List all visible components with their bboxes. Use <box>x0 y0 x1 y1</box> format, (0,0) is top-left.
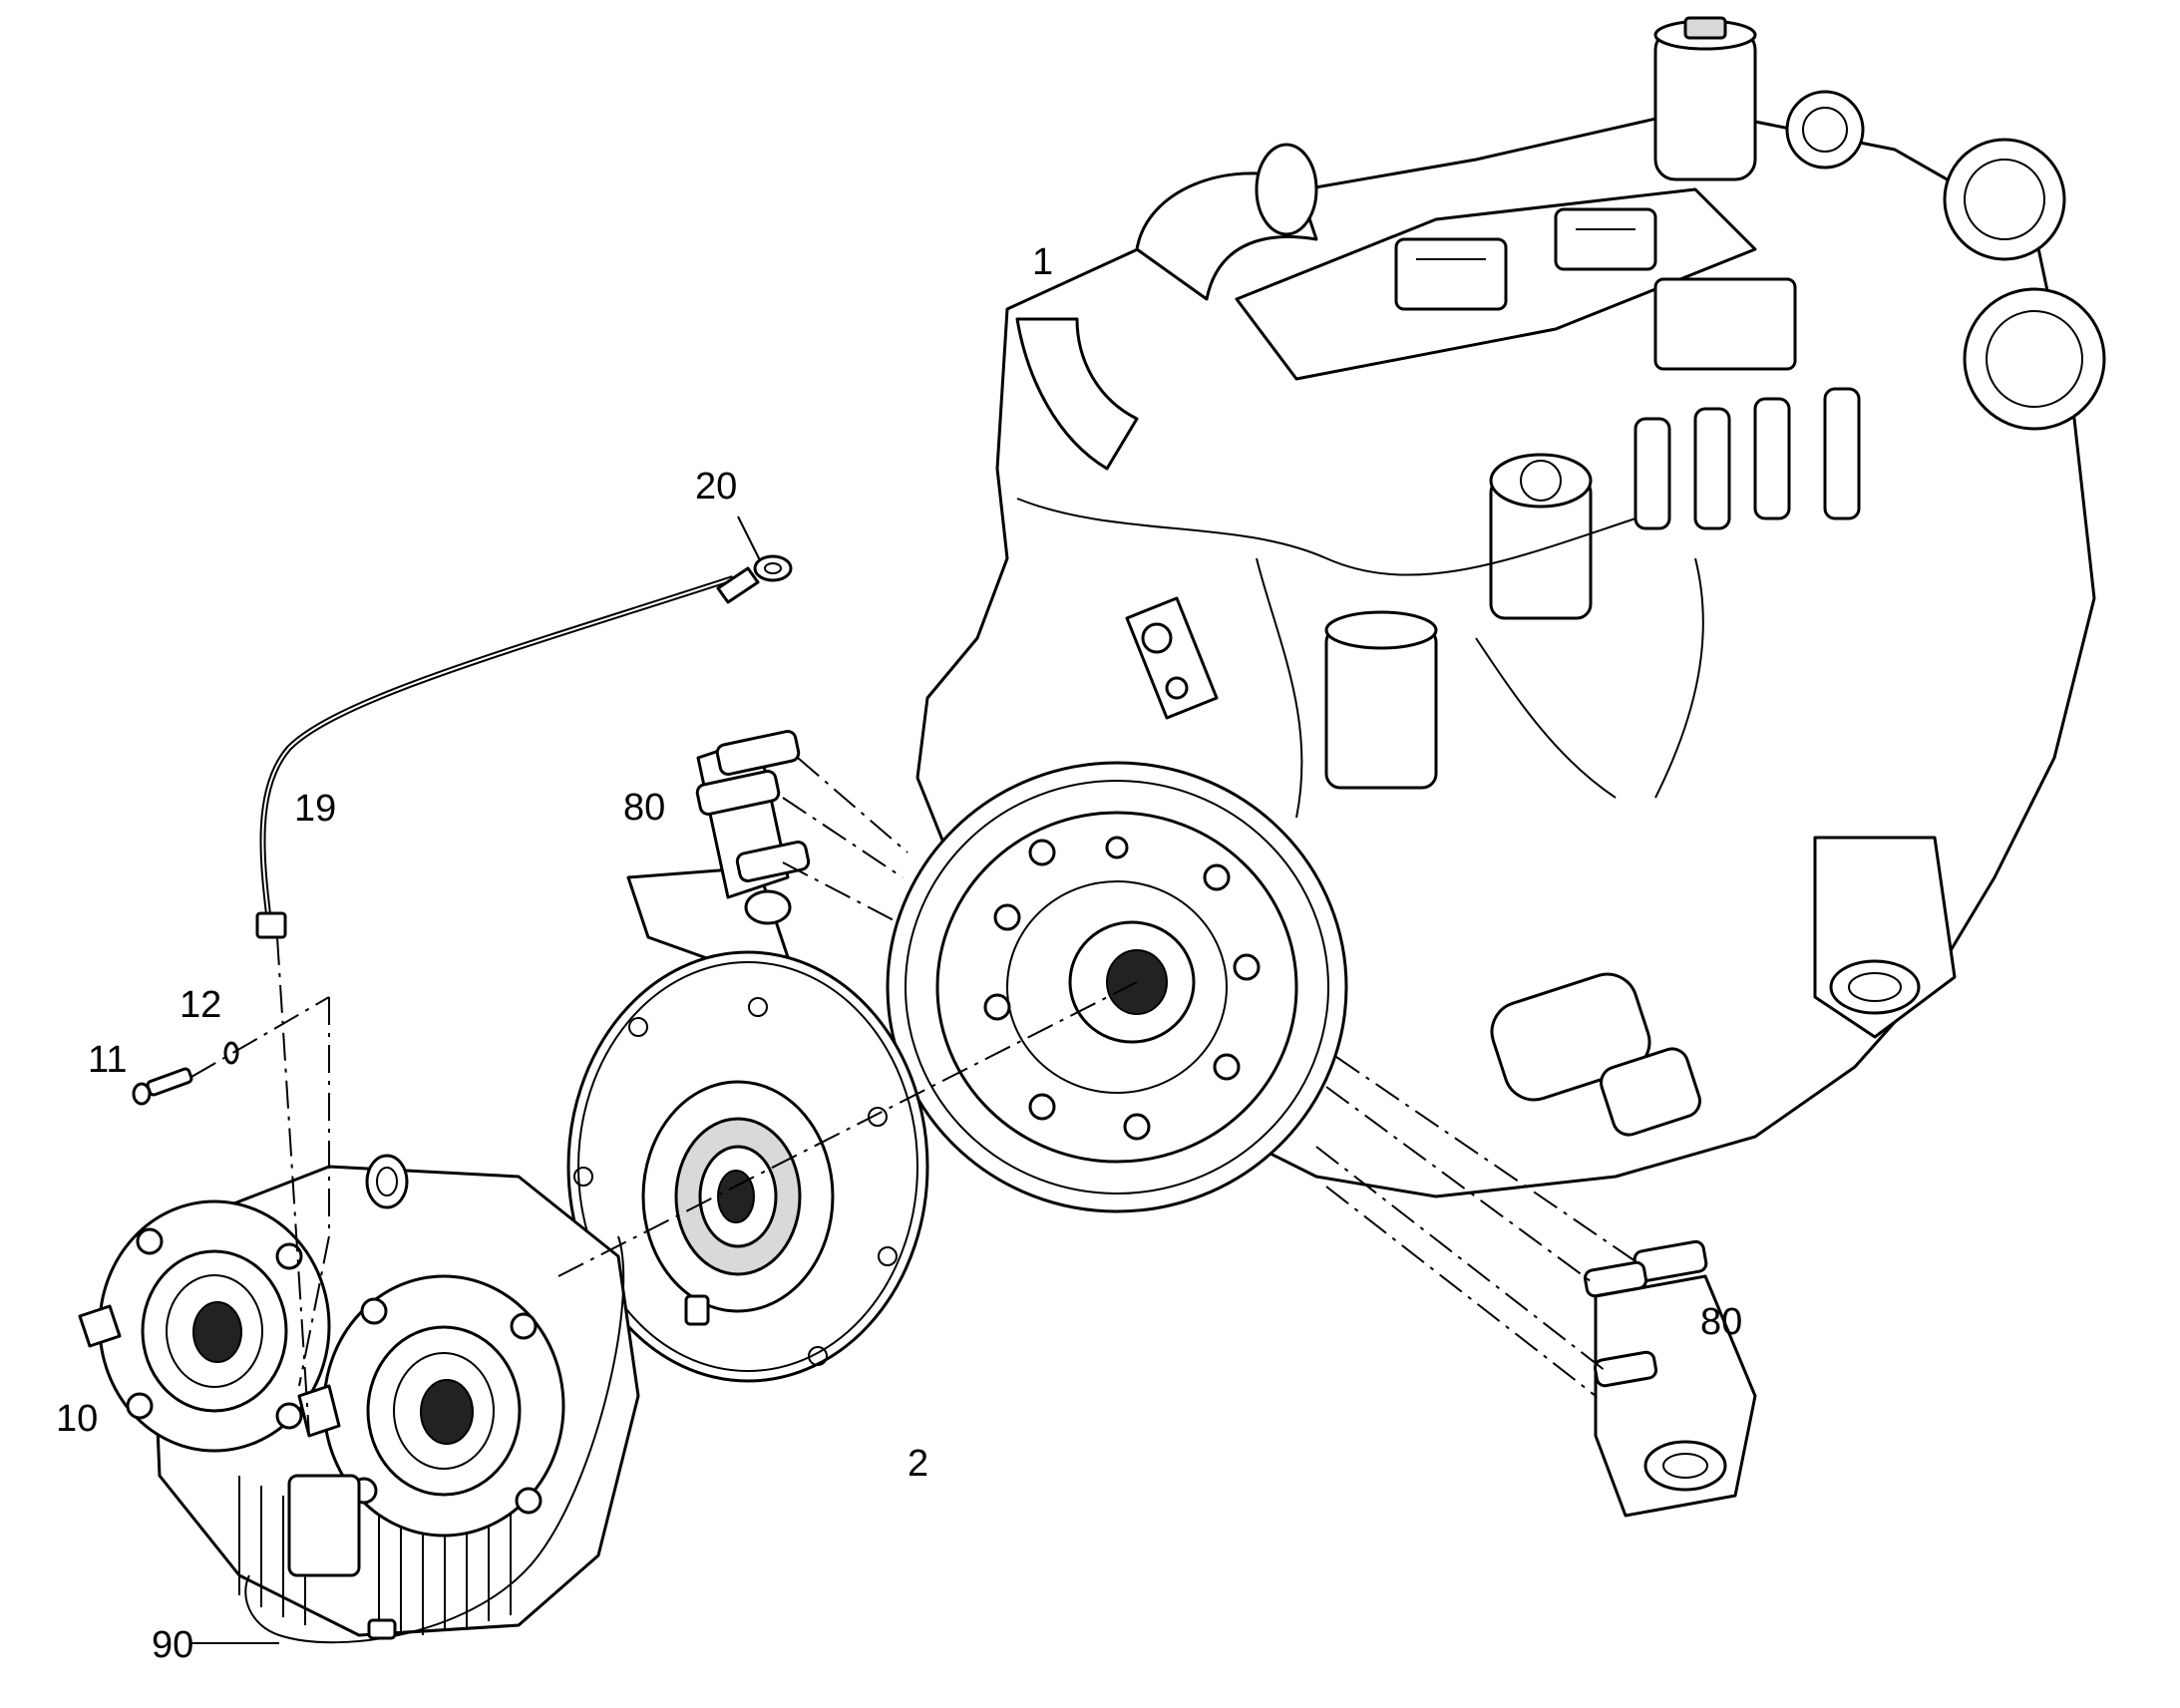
callout-90: 90 <box>152 1624 193 1666</box>
fuel-filter-canister <box>1324 453 1593 790</box>
callout-80-left: 80 <box>623 787 665 829</box>
bolt <box>132 1067 193 1106</box>
harness-connector <box>367 1618 397 1640</box>
flywheel <box>886 761 1348 1213</box>
callout-2: 2 <box>908 1443 928 1485</box>
bolt-and-washer <box>132 1041 239 1106</box>
ground-cable <box>255 554 793 939</box>
lifting-eye <box>365 1154 409 1209</box>
callout-19: 19 <box>294 788 336 830</box>
ring-terminal <box>753 554 793 582</box>
injector-harness <box>1016 387 1861 819</box>
turbocharger <box>1785 90 2106 431</box>
callout-10: 10 <box>56 1398 98 1440</box>
callout-1: 1 <box>1032 241 1053 283</box>
valve-cover <box>1235 187 1797 381</box>
sensor-housing <box>287 1474 361 1577</box>
pump-flange-left <box>98 1199 331 1453</box>
callout-12: 12 <box>180 984 221 1026</box>
oil-filter-canister <box>1653 16 1757 181</box>
washer <box>223 1041 239 1065</box>
engine-mount-bracket-right <box>1583 1239 1757 1518</box>
engine-assembly <box>886 16 2106 1213</box>
starter-motor <box>1490 972 1701 1137</box>
callout-20: 20 <box>695 466 737 508</box>
callout-11: 11 <box>88 1039 127 1081</box>
coupling-plate <box>566 950 929 1383</box>
harness-wire <box>244 1235 625 1644</box>
pump-drive-gearbox <box>78 1154 640 1637</box>
engine-mount-right <box>1813 836 1957 1039</box>
assembly-lines <box>190 757 1636 1437</box>
callout-80-right: 80 <box>1700 1301 1742 1343</box>
pump-flange-right <box>322 1274 565 1537</box>
cable-crimp <box>716 566 760 604</box>
cable-nut <box>255 911 287 939</box>
callout-leaders <box>189 515 761 1644</box>
intake-pipe <box>1015 143 1318 471</box>
engine-mount-bracket-left <box>626 729 811 964</box>
lifting-bracket <box>1125 596 1219 720</box>
